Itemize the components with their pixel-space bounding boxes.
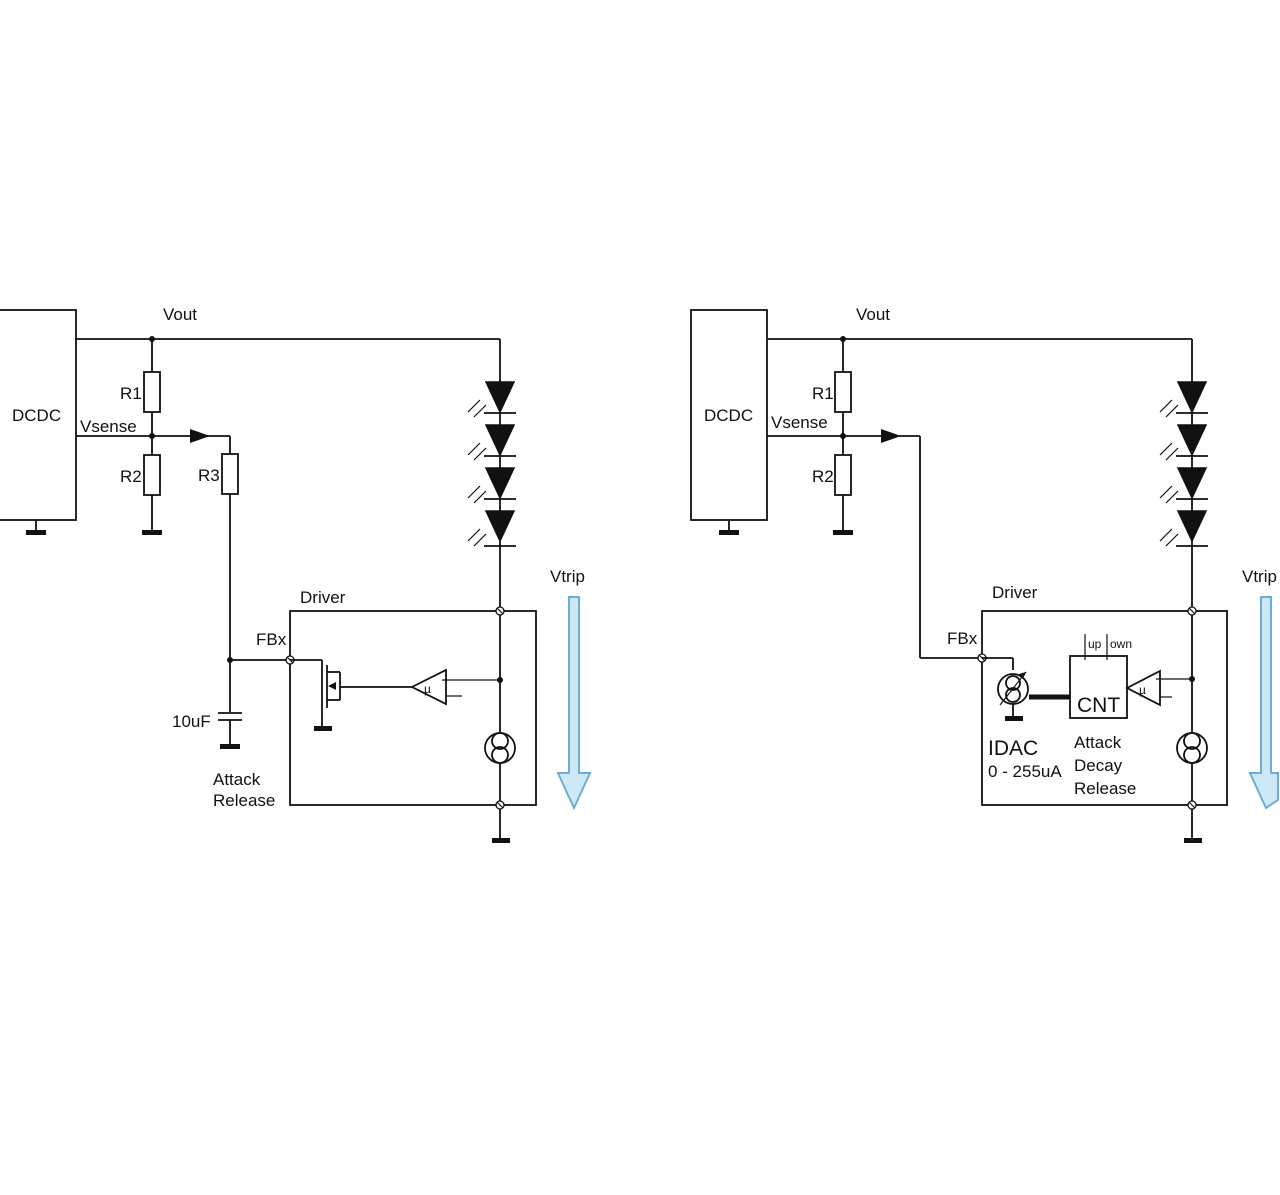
right-vsense-label: Vsense <box>771 413 828 432</box>
right-r1-label: R1 <box>812 384 834 403</box>
left-driver-top-terminal-icon <box>495 606 505 616</box>
right-circuit: DCDC Vout R1 R2 Vsense FBx Driver <box>690 305 1279 843</box>
left-r2-ground-icon <box>142 530 162 535</box>
left-r3-resistor <box>221 453 239 495</box>
right-comparator-icon: µ <box>1125 669 1192 707</box>
right-idac-range-label: 0 - 255uA <box>988 762 1062 781</box>
right-driver-label: Driver <box>992 583 1038 602</box>
right-cnt-label: CNT <box>1077 694 1120 717</box>
left-led-string-icon <box>467 381 516 547</box>
left-r1-resistor <box>143 371 161 413</box>
right-dcdc-label: DCDC <box>704 406 753 425</box>
right-led-string-icon <box>1159 381 1208 547</box>
right-cnt-down-label: own <box>1110 637 1132 651</box>
right-vtrip-arrow-icon <box>1248 596 1279 810</box>
left-circuit: DCDC Vout R1 R2 Vsense R3 FBx <box>0 305 592 843</box>
svg-text:µ: µ <box>1139 683 1146 697</box>
right-vtrip-label: Vtrip <box>1242 567 1277 586</box>
left-vsense-label: Vsense <box>80 417 137 436</box>
left-dcdc-label: DCDC <box>12 406 61 425</box>
left-vtrip-arrow-icon <box>556 596 592 811</box>
right-r1-resistor <box>834 371 852 413</box>
right-release-label: Release <box>1074 779 1136 798</box>
left-release-label: Release <box>213 791 275 810</box>
left-vtrip-label: Vtrip <box>550 567 585 586</box>
right-dcdc-box <box>690 309 768 521</box>
right-idac-icon <box>982 657 1029 721</box>
right-vout-label: Vout <box>856 305 890 324</box>
right-driver-top-terminal-icon <box>1187 606 1197 616</box>
left-fbx-label: FBx <box>256 630 287 649</box>
right-r2-label: R2 <box>812 467 834 486</box>
left-current-source-icon <box>484 732 516 764</box>
right-r2-ground-icon <box>833 530 853 535</box>
right-fbx-label: FBx <box>947 629 978 648</box>
left-r2-resistor <box>143 454 161 496</box>
right-r2-resistor <box>834 454 852 496</box>
right-decay-label: Decay <box>1074 756 1123 775</box>
left-vout-label: Vout <box>163 305 197 324</box>
right-cnt-up-label: up <box>1088 637 1102 651</box>
left-sense-junction <box>497 677 503 683</box>
right-source-ground-icon <box>1184 838 1202 843</box>
right-current-source-icon <box>1176 732 1208 764</box>
right-vsense-arrow-icon <box>881 429 901 443</box>
right-attack-label: Attack <box>1074 733 1122 752</box>
left-r2-label: R2 <box>120 467 142 486</box>
right-dcdc-ground-icon <box>719 530 739 535</box>
left-mosfet-icon <box>290 659 412 731</box>
left-source-ground-icon <box>492 838 510 843</box>
svg-text:µ: µ <box>424 682 431 696</box>
left-driver-bottom-terminal-icon <box>495 800 505 810</box>
left-comparator-icon: µ <box>409 668 500 706</box>
right-cnt-block <box>1069 655 1128 719</box>
left-vsense-arrow-icon <box>190 429 210 443</box>
left-cap-label: 10uF <box>172 712 211 731</box>
left-dcdc-box <box>0 309 77 521</box>
left-driver-label: Driver <box>300 588 346 607</box>
left-r3-label: R3 <box>198 466 220 485</box>
left-dcdc-ground-icon <box>26 530 46 535</box>
left-cap-ground-icon <box>220 744 240 749</box>
right-driver-bottom-terminal-icon <box>1187 800 1197 810</box>
left-driver-box <box>289 610 537 806</box>
left-attack-label: Attack <box>213 770 261 789</box>
left-r1-label: R1 <box>120 384 142 403</box>
right-idac-label: IDAC <box>988 737 1038 760</box>
right-sense-junction <box>1189 676 1195 682</box>
